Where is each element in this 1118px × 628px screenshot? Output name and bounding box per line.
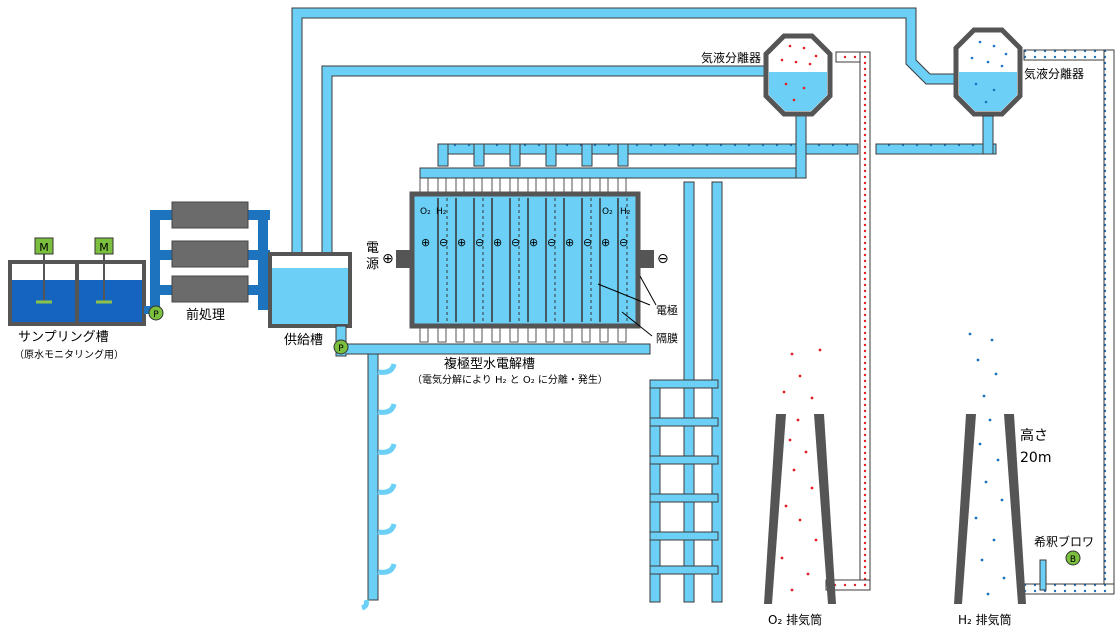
supply-line (335, 325, 651, 357)
svg-text:H₂: H₂ (620, 207, 631, 217)
sampling-tank-sublabel: （原水モニタリング用） (14, 348, 124, 361)
o2-gas-line (825, 51, 871, 591)
supply-tank-label: 供給槽 (284, 333, 323, 348)
h2-gas-line (1023, 49, 1115, 595)
power-source-label-2: 源 (366, 257, 379, 272)
stack-height-label: 高さ (1020, 427, 1048, 444)
sampling-tank-label: サンプリング槽 (18, 330, 109, 345)
h2-stack-label: H₂ 排気筒 (958, 612, 1012, 627)
h2-header (437, 143, 997, 167)
gas-outlet-labels: O₂ H₂ O₂ H₂ (420, 207, 631, 217)
svg-text:O₂: O₂ (420, 207, 431, 217)
svg-text:⊕: ⊕ (529, 236, 538, 249)
svg-text:⊖: ⊖ (511, 236, 520, 249)
pretreatment-label: 前処理 (186, 307, 225, 323)
svg-text:⊕: ⊕ (565, 236, 574, 249)
separator-o2 (763, 33, 833, 117)
pump-supply: P (333, 339, 349, 355)
electrode-polarity-row: ⊕ ⊖ ⊕ ⊖ ⊕ ⊖ ⊕ ⊖ ⊕ ⊖ ⊕ ⊖ (421, 236, 628, 249)
svg-text:⊖: ⊖ (475, 236, 484, 249)
motor-right: M (94, 237, 114, 255)
svg-text:M: M (39, 241, 49, 254)
electrolyzer-label: 複極型水電解槽 (444, 356, 535, 372)
svg-text:H₂: H₂ (436, 207, 447, 217)
pump-left: P (148, 305, 164, 321)
separator-h2 (953, 27, 1023, 155)
pretreatment-units (171, 201, 249, 303)
power-source-label-1: 電 (366, 241, 379, 256)
svg-text:P: P (338, 344, 344, 354)
separator-h2-label: 気液分離器 (1024, 66, 1084, 81)
power-plus-symbol: ⊕ (382, 251, 394, 267)
electrolyzer-sublabel: （電気分解により H₂ と O₂ に分離・発生） (412, 373, 608, 386)
motor-left: M (34, 237, 54, 255)
drain-manifold-right (649, 181, 723, 603)
pretreatment-piping (144, 210, 274, 314)
svg-text:⊕: ⊕ (421, 236, 430, 249)
h2-exhaust-stack (954, 332, 1026, 604)
electrode-label: 電極 (656, 303, 678, 317)
power-minus-symbol: ⊖ (657, 251, 669, 267)
svg-text:⊕: ⊕ (457, 236, 466, 249)
o2-exhaust-stack (764, 348, 836, 604)
blower-label: 希釈ブロワ (1034, 534, 1094, 549)
svg-text:P: P (153, 310, 159, 320)
svg-text:⊖: ⊖ (619, 236, 628, 249)
separator-o2-label: 気液分離器 (701, 50, 761, 65)
supply-tank (268, 252, 352, 328)
svg-text:B: B (1070, 555, 1076, 565)
svg-text:O₂: O₂ (602, 207, 613, 217)
callouts (597, 275, 657, 337)
membrane-label: 隔膜 (656, 332, 678, 345)
stack-height-value: 20m (1020, 450, 1051, 466)
drain-manifold-left (361, 353, 397, 611)
sampling-tank (8, 250, 146, 326)
o2-stack-label: O₂ 排気筒 (768, 612, 822, 627)
svg-text:⊖: ⊖ (583, 236, 592, 249)
blower-symbol: B (1065, 550, 1081, 566)
svg-text:⊕: ⊕ (493, 236, 502, 249)
electrolyzer-body (396, 177, 654, 343)
svg-text:⊖: ⊖ (439, 236, 448, 249)
svg-text:⊕: ⊕ (601, 236, 610, 249)
svg-text:M: M (99, 241, 109, 254)
svg-text:⊖: ⊖ (547, 236, 556, 249)
